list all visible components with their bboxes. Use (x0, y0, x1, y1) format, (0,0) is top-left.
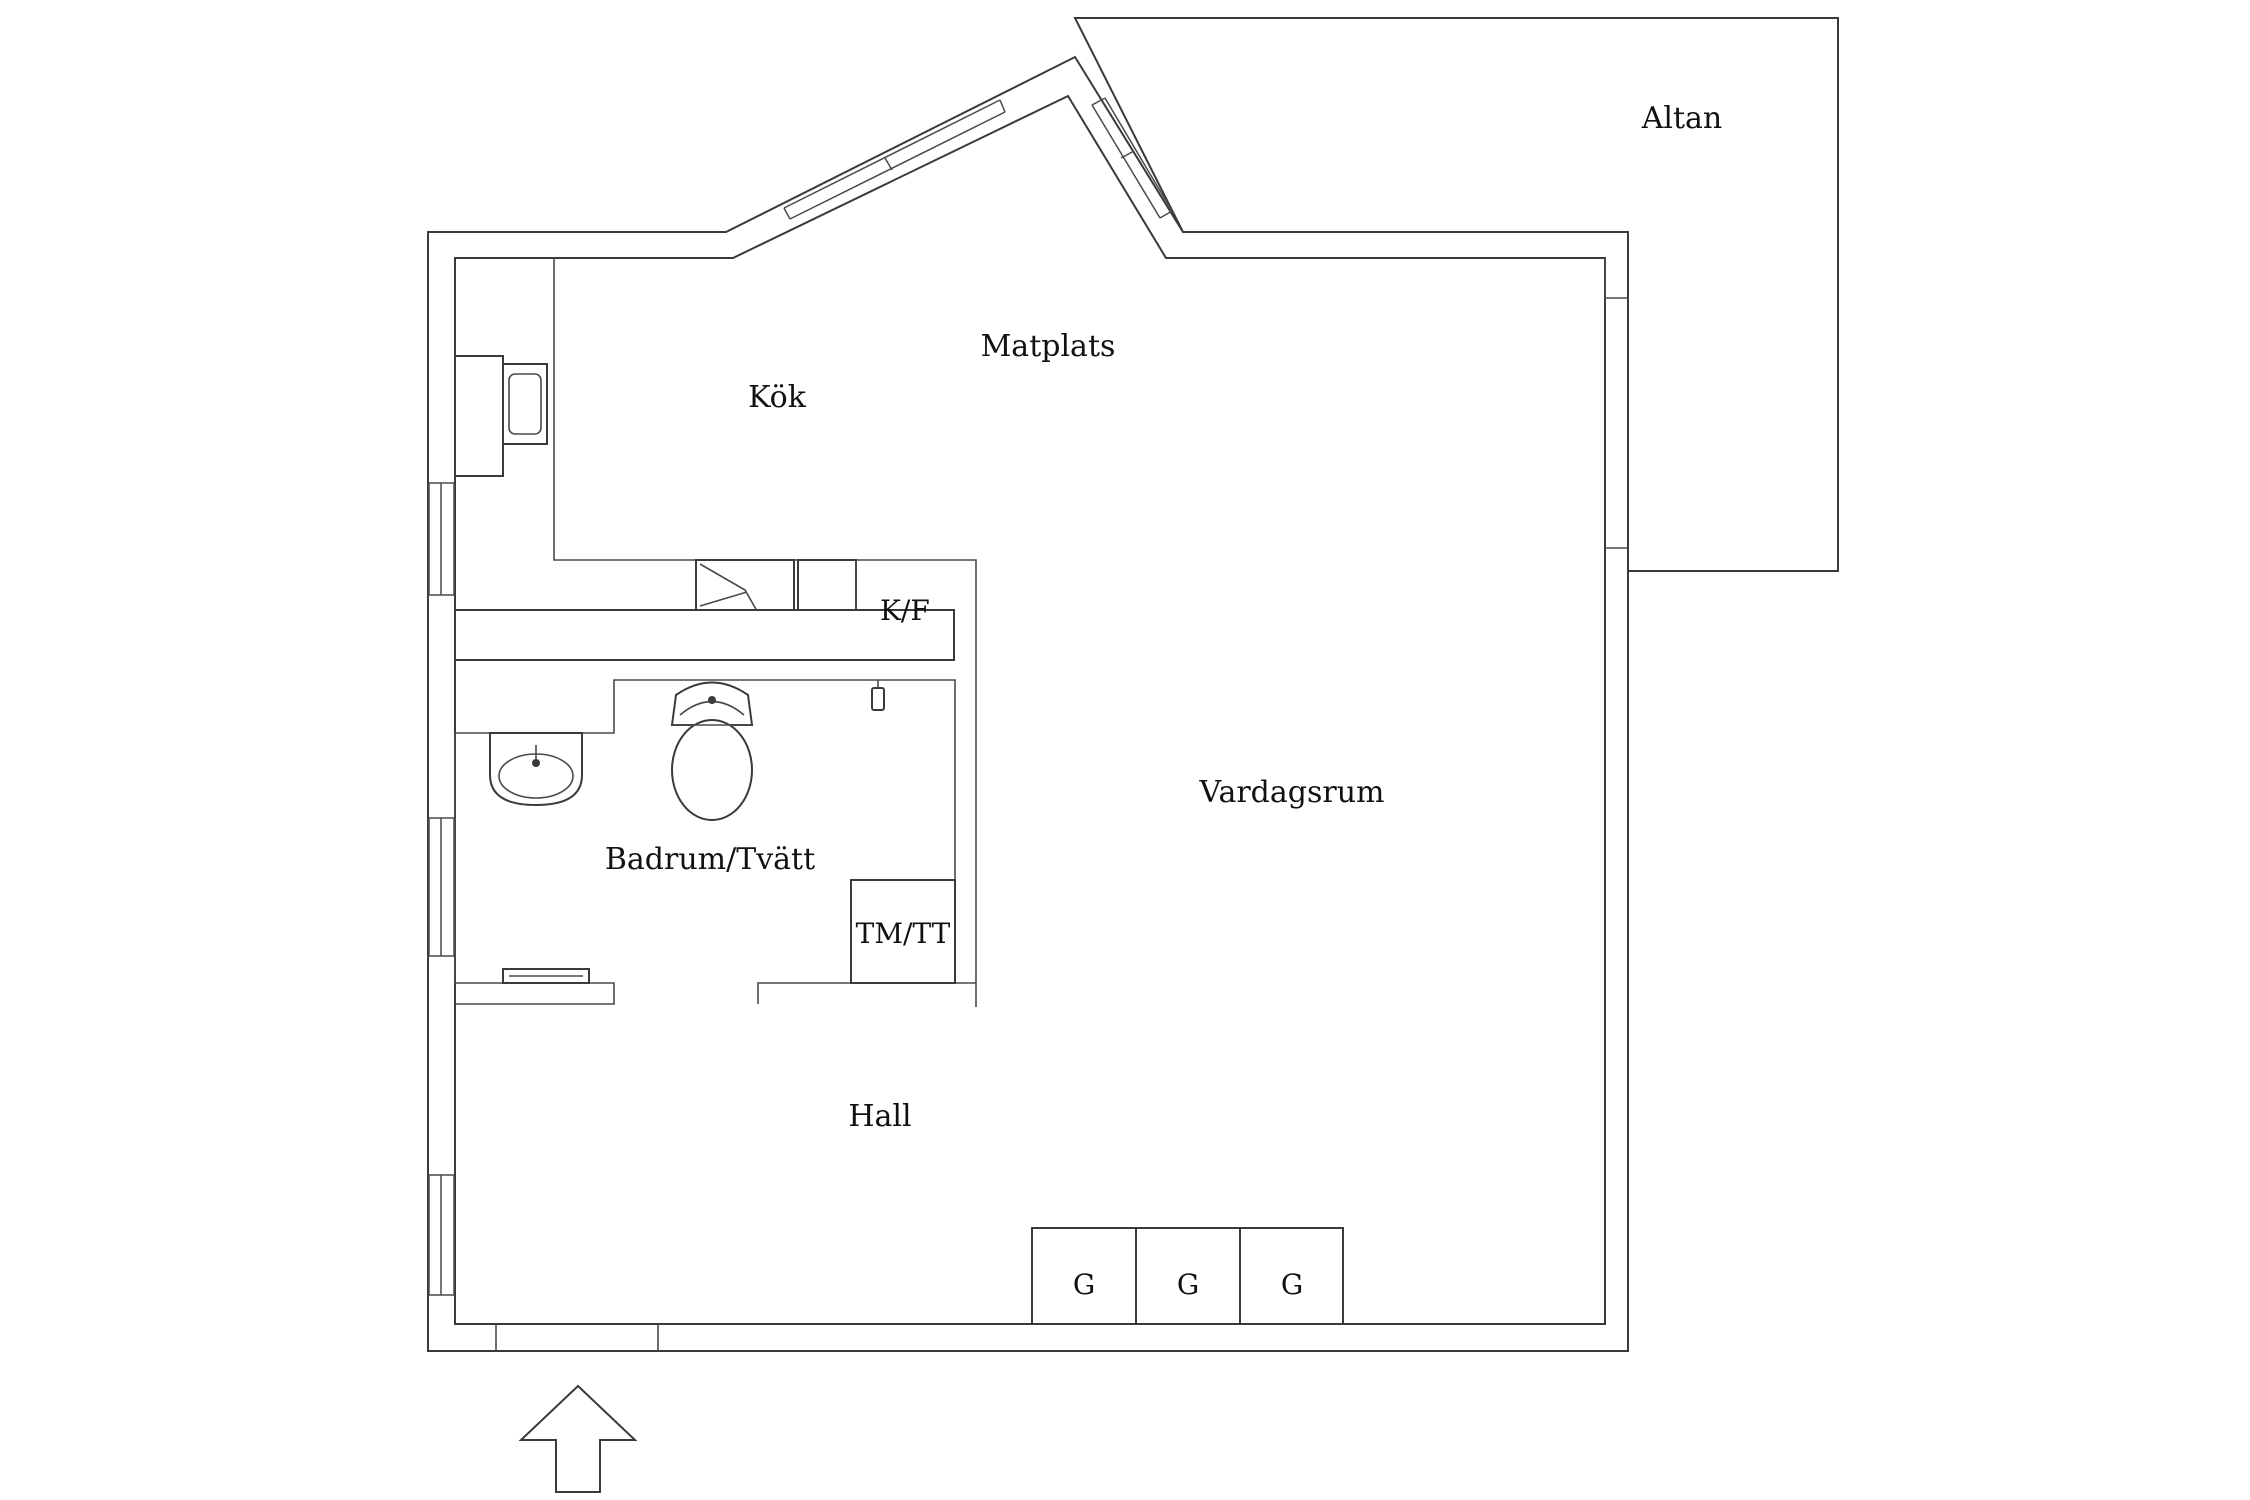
kitchen: K/F Kök Matplats (454, 258, 1116, 1007)
washer-dryer-label: TM/TT (856, 917, 951, 950)
wardrobe-2 (1135, 1227, 1241, 1325)
washer-dryer (850, 879, 956, 984)
stove-icon (699, 563, 758, 612)
wardrobe-label-2: G (1177, 1268, 1199, 1301)
wardrobes: G G G (1031, 1227, 1344, 1325)
altan-terrace (1073, 17, 1839, 572)
room-label-vardagsrum: Vardagsrum (1199, 775, 1385, 810)
window-left-3 (428, 1174, 455, 1296)
window-left-1 (428, 482, 455, 596)
wardrobe-label-3: G (1281, 1268, 1303, 1301)
fridge-freezer-label: K/F (880, 594, 930, 627)
sink-icon (489, 732, 583, 807)
toilet-icon (670, 681, 754, 821)
windows (428, 97, 1173, 1296)
tap-icon (871, 680, 885, 711)
bathroom: TM/TT Badrum/Tvätt (454, 679, 976, 1005)
entrance-arrow-icon (518, 1384, 638, 1493)
outer-walls (427, 55, 1629, 1352)
window-diagonal-left (783, 99, 1006, 220)
window-diagonal-right (1091, 97, 1173, 219)
kitchen-counter (454, 609, 955, 661)
window-left-2 (428, 817, 455, 957)
wardrobe-3 (1239, 1227, 1344, 1325)
wardrobe-label-1: G (1073, 1268, 1095, 1301)
room-label-altan: Altan (1641, 101, 1723, 136)
wardrobe-1 (1031, 1227, 1137, 1325)
room-label-badrum: Badrum/Tvätt (605, 842, 815, 877)
cabinet (797, 559, 857, 611)
room-label-matplats: Matplats (981, 329, 1116, 364)
room-label-hall: Hall (848, 1099, 911, 1134)
room-label-kok: Kök (748, 380, 807, 415)
kitchen-sink-icon (454, 355, 548, 477)
